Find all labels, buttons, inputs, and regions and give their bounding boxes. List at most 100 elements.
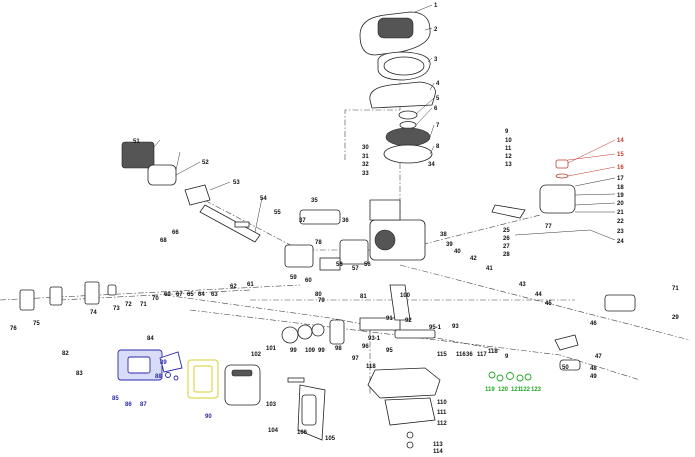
label-2: 2 xyxy=(434,27,438,33)
label-115: 115 xyxy=(437,352,447,358)
label-100: 100 xyxy=(400,293,411,299)
label-24: 24 xyxy=(617,239,624,245)
label-38: 38 xyxy=(440,232,447,238)
label-61: 61 xyxy=(247,282,254,288)
label-80: 80 xyxy=(315,292,322,298)
label-57: 57 xyxy=(352,266,359,272)
label-37: 37 xyxy=(299,218,306,224)
label-83: 83 xyxy=(76,371,83,377)
label-84: 84 xyxy=(147,336,154,342)
label-4: 4 xyxy=(436,81,440,87)
starter-cover-assembly xyxy=(359,11,436,164)
label-36b: 36 xyxy=(466,352,473,358)
label-123: 123 xyxy=(531,387,542,393)
label-55: 55 xyxy=(274,210,281,216)
label-9b: 9 xyxy=(505,354,509,360)
assembly-guide-lines xyxy=(0,25,691,395)
label-118: 118 xyxy=(488,349,498,355)
label-82: 82 xyxy=(62,351,69,357)
leader-lines xyxy=(153,4,616,241)
label-8: 8 xyxy=(436,144,440,150)
label-29: 29 xyxy=(672,315,679,321)
label-13: 13 xyxy=(505,162,512,168)
label-69: 69 xyxy=(164,292,171,298)
label-118b: 118 xyxy=(366,364,376,370)
label-122: 122 xyxy=(520,387,531,393)
label-97: 97 xyxy=(352,356,359,362)
label-70: 70 xyxy=(152,296,159,302)
label-68: 68 xyxy=(160,238,167,244)
label-52: 52 xyxy=(202,160,209,166)
label-6: 6 xyxy=(434,106,438,112)
label-71b: 71 xyxy=(140,302,147,308)
label-42: 42 xyxy=(470,256,477,262)
label-49: 49 xyxy=(590,374,597,380)
label-50: 50 xyxy=(562,365,569,371)
label-63: 63 xyxy=(211,292,218,298)
crankcase-assembly xyxy=(367,367,441,449)
label-53: 53 xyxy=(233,180,240,186)
label-36: 36 xyxy=(342,218,349,224)
label-22: 22 xyxy=(617,219,624,225)
label-5: 5 xyxy=(436,96,440,102)
label-47: 47 xyxy=(595,354,602,360)
label-75: 75 xyxy=(33,321,40,327)
label-60: 60 xyxy=(305,278,312,284)
part-number-labels: 1 2 3 4 5 6 7 8 9 10 11 12 13 14 15 16 1… xyxy=(10,3,679,455)
label-1: 1 xyxy=(434,3,438,9)
choke-lever-parts xyxy=(554,294,636,371)
label-78: 78 xyxy=(315,240,322,246)
label-58: 58 xyxy=(336,262,343,268)
label-92: 92 xyxy=(405,318,412,324)
label-99b: 99 xyxy=(318,348,325,354)
air-filter-element xyxy=(187,359,219,399)
label-12: 12 xyxy=(505,154,512,160)
engine-block xyxy=(319,199,426,271)
label-79: 79 xyxy=(318,298,325,304)
fuel-tank-assembly xyxy=(491,159,591,236)
label-104: 104 xyxy=(268,428,279,434)
label-32: 32 xyxy=(362,162,369,168)
label-76: 76 xyxy=(10,326,17,332)
label-40: 40 xyxy=(454,249,461,255)
throttle-linkage xyxy=(287,377,326,441)
label-35: 35 xyxy=(311,198,318,204)
label-30: 30 xyxy=(362,145,369,151)
label-54: 54 xyxy=(260,196,267,202)
label-114: 114 xyxy=(433,449,443,455)
label-39: 39 xyxy=(446,242,453,248)
label-95: 95 xyxy=(386,348,393,354)
label-3: 3 xyxy=(434,57,438,63)
label-96: 96 xyxy=(362,344,369,350)
label-46: 46 xyxy=(590,321,597,327)
label-74: 74 xyxy=(90,310,97,316)
label-91: 91 xyxy=(386,316,393,322)
label-25: 25 xyxy=(503,228,510,234)
label-90: 90 xyxy=(205,414,212,420)
label-59: 59 xyxy=(290,275,297,281)
label-10: 10 xyxy=(505,138,512,144)
label-120: 120 xyxy=(498,387,509,393)
label-77: 77 xyxy=(545,224,552,230)
label-121: 121 xyxy=(511,387,522,393)
label-19: 19 xyxy=(617,193,624,199)
label-102: 102 xyxy=(251,352,262,358)
label-110: 110 xyxy=(437,400,447,406)
label-93: 93 xyxy=(452,324,459,330)
label-9: 9 xyxy=(505,129,509,135)
label-98: 98 xyxy=(335,346,342,352)
label-43: 43 xyxy=(519,282,526,288)
label-62: 62 xyxy=(230,284,237,290)
label-17: 17 xyxy=(617,176,624,182)
air-intake-spacers xyxy=(19,281,117,311)
label-72: 72 xyxy=(125,302,132,308)
label-45: 45 xyxy=(545,301,552,307)
label-7: 7 xyxy=(436,123,440,129)
label-66: 66 xyxy=(172,230,179,236)
label-81: 81 xyxy=(360,294,367,300)
label-16: 16 xyxy=(617,165,624,171)
label-93b: 93-1 xyxy=(368,336,381,342)
air-filter-cover xyxy=(224,364,261,406)
label-28: 28 xyxy=(503,252,510,258)
